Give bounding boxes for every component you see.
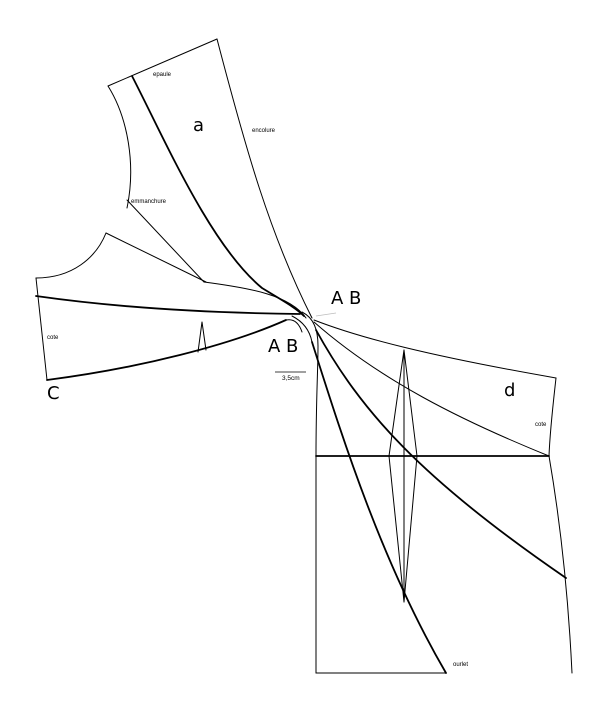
skirt-top-edge	[313, 319, 557, 379]
long-dart	[388, 349, 418, 603]
seam-fan-3	[301, 311, 319, 347]
neckline-edge	[216, 38, 313, 319]
label-ourlet: ourlet	[453, 662, 468, 668]
label-emmanchure: emmanchure	[131, 199, 167, 205]
skirt-left-edge	[315, 345, 319, 674]
sleeve-bottom-seam	[46, 319, 287, 381]
sleeve-dart	[197, 321, 207, 353]
sleeve-cap-curve	[35, 232, 107, 279]
label-encolure: encolure	[252, 128, 276, 134]
upper-converge-line	[203, 281, 307, 319]
label-point-c: C	[47, 383, 60, 404]
label-point-ab-upper: A B	[331, 288, 361, 309]
seam-fan-1	[285, 319, 303, 333]
diagonal-seam-upper	[313, 321, 550, 457]
front-panel-seam	[131, 75, 305, 317]
label-cote-left: cote	[47, 335, 59, 341]
sleeve-top-seam	[35, 295, 301, 315]
sleeve-left-edge	[35, 277, 48, 381]
label-piece-d: d	[504, 380, 515, 401]
armhole-curve	[107, 85, 132, 209]
skirt-side-flare	[548, 455, 573, 674]
label-point-ab-lower: A B	[268, 336, 298, 357]
skirt-right-edge	[548, 377, 557, 457]
label-cote-right: cote	[535, 422, 547, 428]
panel-seam-to-hem	[311, 341, 447, 674]
sleeve-upper-line	[105, 232, 207, 283]
label-epaule: epaule	[153, 72, 172, 78]
diagonal-seam-lower	[315, 329, 567, 579]
seam-fan-2	[291, 315, 313, 343]
shoulder-line	[107, 38, 218, 87]
armhole-lower-line	[126, 199, 205, 283]
label-piece-a: a	[193, 115, 204, 136]
label-measure: 3,5cm	[282, 375, 300, 382]
reference-tick	[315, 312, 337, 317]
